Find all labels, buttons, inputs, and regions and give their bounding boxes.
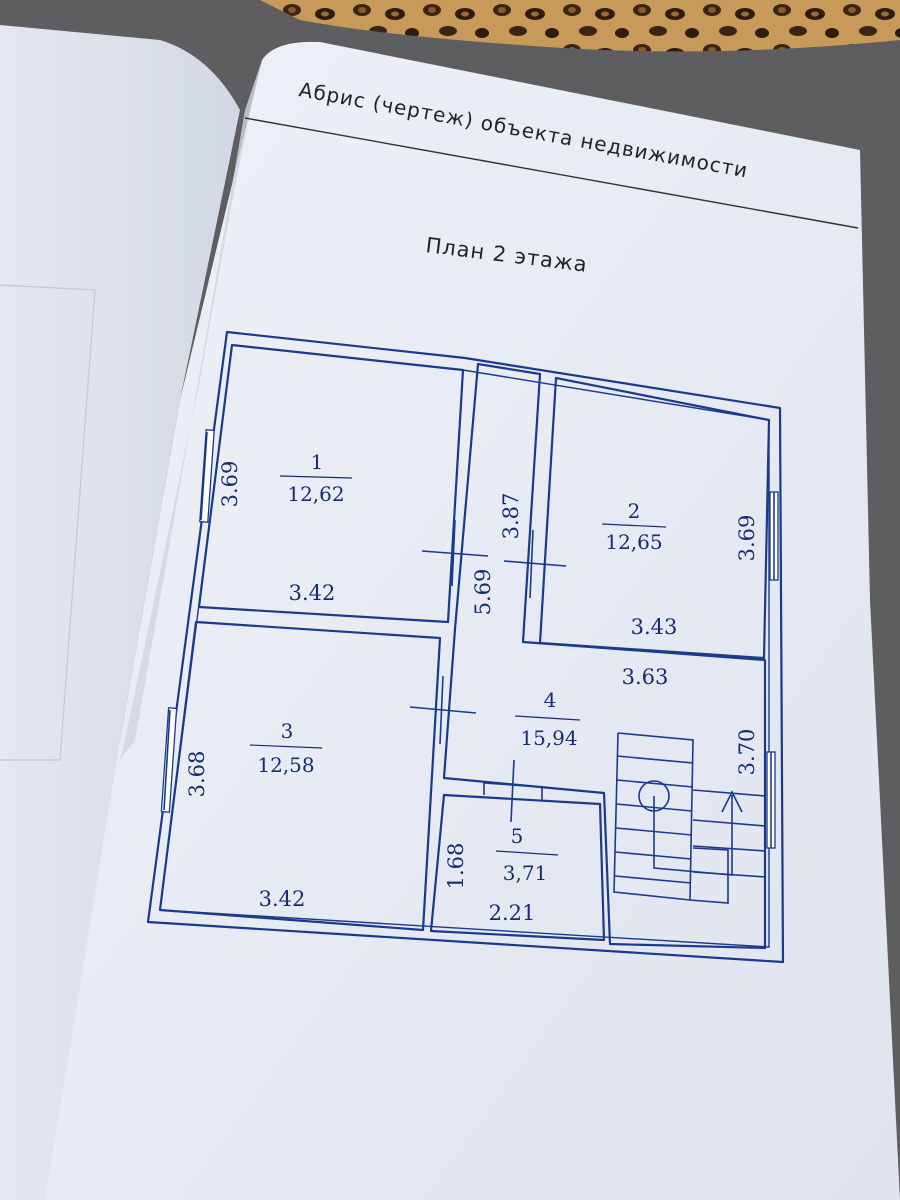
right-page <box>45 41 900 1200</box>
door-room-2 <box>503 529 567 599</box>
corridor-side-dim: 3.87 <box>499 493 523 540</box>
window-room-2 <box>769 491 779 581</box>
outer-wall <box>146 330 785 964</box>
room-3-area: 12,58 <box>257 753 314 777</box>
room-3-label: 3 12,58 <box>249 719 323 777</box>
corridor-length-dim: 5.69 <box>471 569 495 616</box>
room-5-outline <box>429 793 606 942</box>
header-line <box>244 117 859 229</box>
room-2-outline <box>538 376 771 660</box>
room-5-height-dim: 1.68 <box>444 843 468 890</box>
room-2-area: 12,65 <box>605 530 662 554</box>
door-room-3 <box>409 675 477 745</box>
corridor-outline <box>442 362 767 950</box>
room-3-outline <box>158 620 442 932</box>
door-room-5 <box>483 759 543 823</box>
room-3-width-dim: 3.42 <box>259 887 306 911</box>
room-4-number: 4 <box>544 688 557 712</box>
room-2-label: 2 12,65 <box>601 499 667 554</box>
room-1-outline <box>197 343 465 624</box>
room-4-width-dim: 3.63 <box>622 665 669 689</box>
room-4-area: 15,94 <box>520 726 577 750</box>
window-stair <box>766 751 776 849</box>
room-5-width-dim: 2.21 <box>489 901 536 925</box>
room-5-label: 5 3,71 <box>495 824 559 885</box>
left-page <box>0 25 240 1200</box>
staircase <box>613 732 766 904</box>
room-1-area: 12,62 <box>287 482 344 506</box>
room-3-number: 3 <box>281 719 294 743</box>
leopard-cloth <box>260 0 900 52</box>
window-room-3 <box>160 707 178 813</box>
door-room-1 <box>421 519 489 587</box>
left-page-faint-table <box>0 284 96 761</box>
room-2-height-dim: 3.69 <box>735 515 759 562</box>
room-2-number: 2 <box>628 499 641 523</box>
room-5-area: 3,71 <box>503 861 548 885</box>
room-3-height-dim: 3.68 <box>185 751 209 798</box>
floor-plan: 1 12,62 2 12,65 3 12,58 4 15,94 5 3,71 3… <box>146 330 785 964</box>
room-1-width-dim: 3.42 <box>289 581 336 605</box>
window-room-1 <box>199 429 215 523</box>
room-2-width-dim: 3.43 <box>631 615 678 639</box>
room-5-number: 5 <box>511 824 524 848</box>
room-1-number: 1 <box>311 450 324 474</box>
stair-arrow <box>653 790 743 876</box>
room-1-height-dim: 3.69 <box>218 461 242 508</box>
room-4-label: 4 15,94 <box>514 688 581 750</box>
room-4-height-dim: 3.70 <box>735 729 759 776</box>
room-1-label: 1 12,62 <box>279 450 353 506</box>
